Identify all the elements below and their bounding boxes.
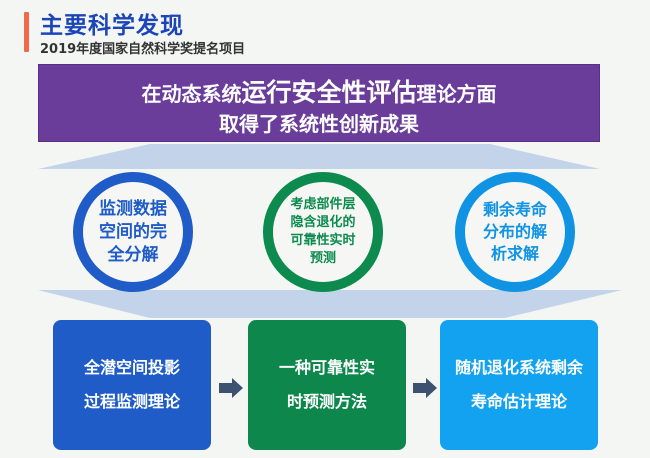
- page-subtitle: 2019年度国家自然科学奖提名项目: [40, 42, 246, 57]
- theory-box-3: 随机退化系统剩余 寿命估计理论: [440, 320, 598, 450]
- circle-text: 分布的解: [482, 222, 547, 241]
- box-text: 寿命估计理论: [470, 392, 567, 411]
- box-text: 过程监测理论: [83, 392, 180, 411]
- summary-banner: 在动态系统运行安全性评估理论方面 取得了系统性创新成果: [38, 64, 600, 142]
- circle-text: 隐含退化的: [290, 215, 356, 230]
- box-text: 全潜空间投影: [83, 358, 180, 377]
- arrow-right-icon: [219, 378, 243, 398]
- finding-circle-3: 剩余寿命 分布的解 析求解: [455, 172, 575, 292]
- theory-box-1: 全潜空间投影 过程监测理论: [53, 320, 211, 450]
- banner-line-2: 取得了系统性创新成果: [219, 112, 419, 136]
- theory-box-2: 一种可靠性实 时预测方法: [248, 320, 406, 450]
- circle-text: 可靠性实时: [290, 233, 356, 248]
- box-text: 时预测方法: [286, 392, 367, 411]
- circle-text: 预测: [309, 251, 336, 266]
- box-text: 随机退化系统剩余: [454, 358, 583, 377]
- box-text: 一种可靠性实: [278, 358, 375, 377]
- circle-text: 全分解: [107, 244, 159, 265]
- banner-line-1: 在动态系统运行安全性评估理论方面: [39, 73, 599, 109]
- finding-circle-2: 考虑部件层 隐含退化的 可靠性实时 预测: [263, 172, 383, 292]
- top-trapezoid: [38, 144, 600, 169]
- circle-text: 空间的完: [99, 221, 167, 242]
- bottom-trapezoid: [38, 290, 622, 318]
- arrow-right-icon: [413, 378, 437, 398]
- banner-emphasis: 运行安全性评估: [241, 78, 417, 107]
- page-title: 主要科学发现: [40, 13, 184, 39]
- circle-text: 析求解: [490, 244, 539, 263]
- title-accent-bar: [24, 12, 29, 52]
- circle-text: 剩余寿命: [482, 200, 547, 219]
- banner-suffix: 理论方面: [416, 82, 497, 106]
- finding-circle-1: 监测数据 空间的完 全分解: [73, 172, 193, 292]
- banner-prefix: 在动态系统: [141, 82, 242, 106]
- circle-text: 监测数据: [99, 198, 167, 219]
- circle-text: 考虑部件层: [290, 197, 356, 212]
